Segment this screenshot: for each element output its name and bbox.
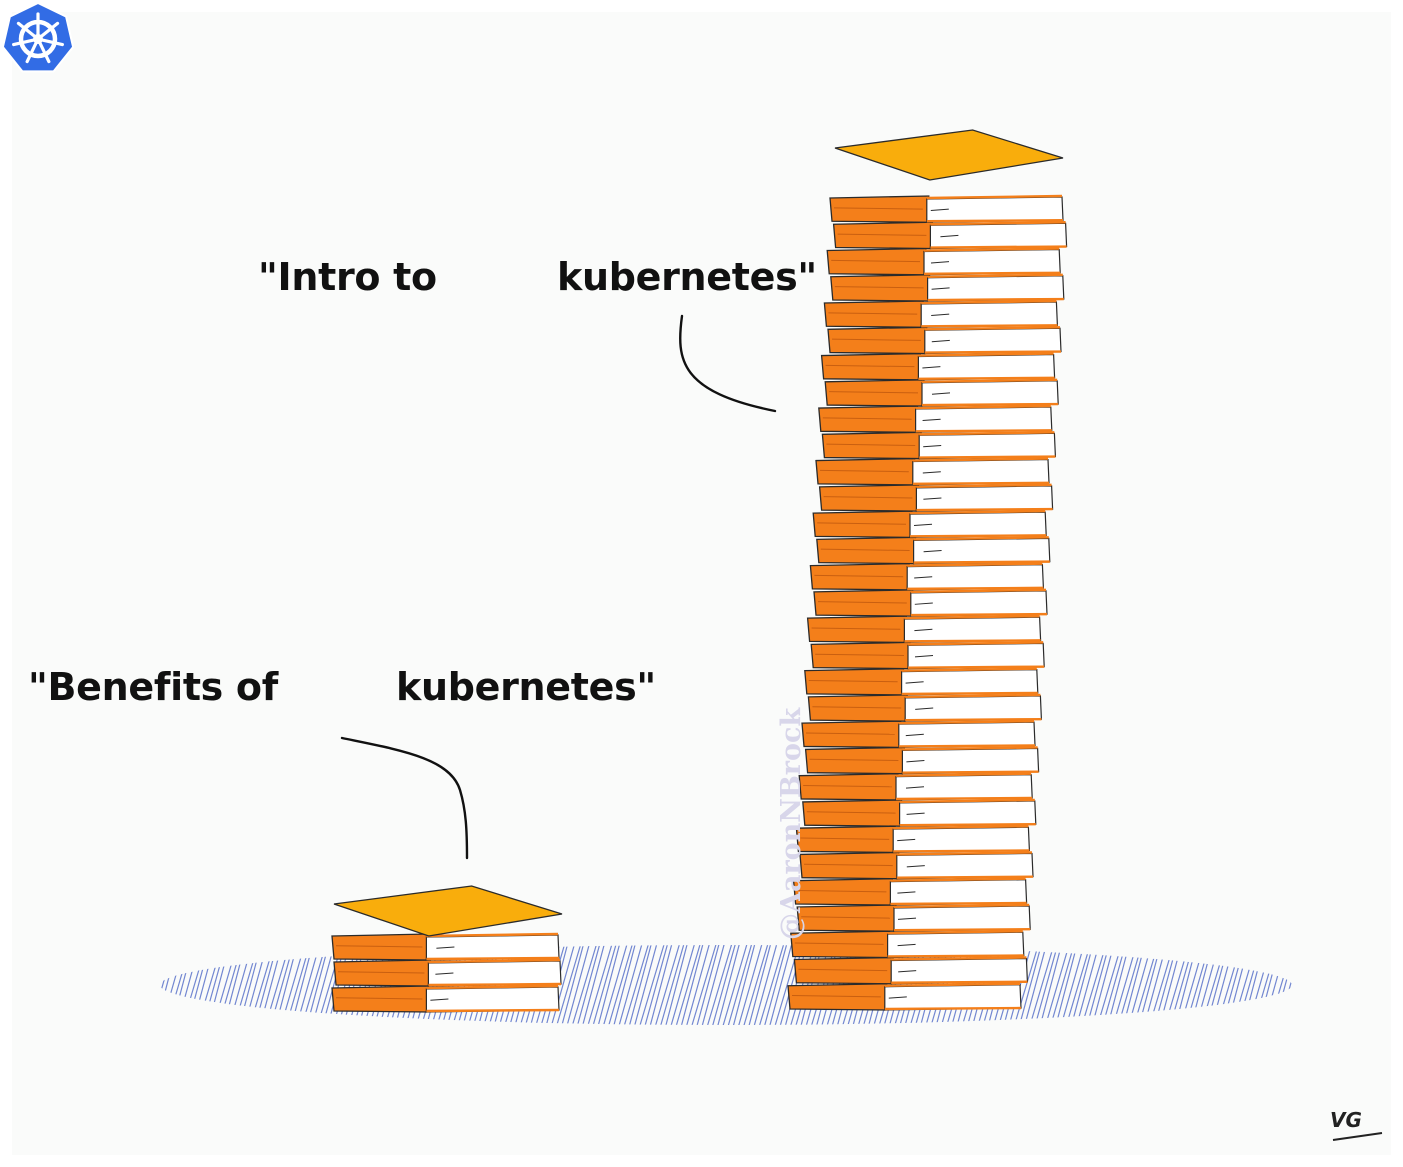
book [802,798,1037,827]
book [798,772,1033,801]
book [832,221,1068,250]
book [810,641,1045,670]
book [821,431,1057,460]
book [818,404,1053,433]
book [824,378,1059,407]
book [807,693,1043,722]
intro-caption-suffix: kubernetes" [557,255,817,299]
logo-wheel-spoke [16,21,37,39]
tall-stack-top-cover [834,129,1064,181]
book [796,903,1031,932]
book [813,588,1048,617]
logo-wheel-spoke [12,38,36,47]
book [795,824,1031,854]
book [790,930,1025,959]
book [333,958,562,987]
book [816,536,1051,565]
book [793,956,1029,985]
book [331,932,560,961]
benefits-caption-prefix: "Benefits of [28,665,278,709]
signature-underline [1332,1132,1383,1141]
book [787,982,1022,1011]
book [830,273,1065,302]
book [812,509,1047,539]
logo-wheel-spoke [39,21,60,39]
benefits-caption-suffix: kubernetes" [396,665,656,709]
book [829,194,1064,223]
book [827,326,1062,355]
book [799,851,1034,880]
book [806,614,1042,644]
book [815,457,1050,486]
logo-wheel-spoke [40,38,64,47]
book [331,984,560,1013]
tall-book-stack [787,129,1068,1011]
book [826,247,1061,276]
book [823,299,1059,328]
book [820,352,1056,381]
kubernetes-logo-icon [1,2,75,73]
small-book-stack [331,885,563,1013]
watermark-text: @AaronNBrock [776,707,807,940]
logo-wheel-spoke [25,41,38,64]
logo-wheel-spoke [38,41,51,64]
intro-caption-prefix: "Intro to [258,255,437,299]
book [801,719,1036,749]
book [809,562,1045,591]
intro-leader-line [679,314,777,413]
artist-signature: VG [1330,1108,1362,1132]
book [818,483,1054,512]
book [804,667,1039,696]
small-stack-top-cover [333,885,563,937]
book [792,877,1028,906]
benefits-leader-line [340,736,469,860]
book [804,746,1040,775]
